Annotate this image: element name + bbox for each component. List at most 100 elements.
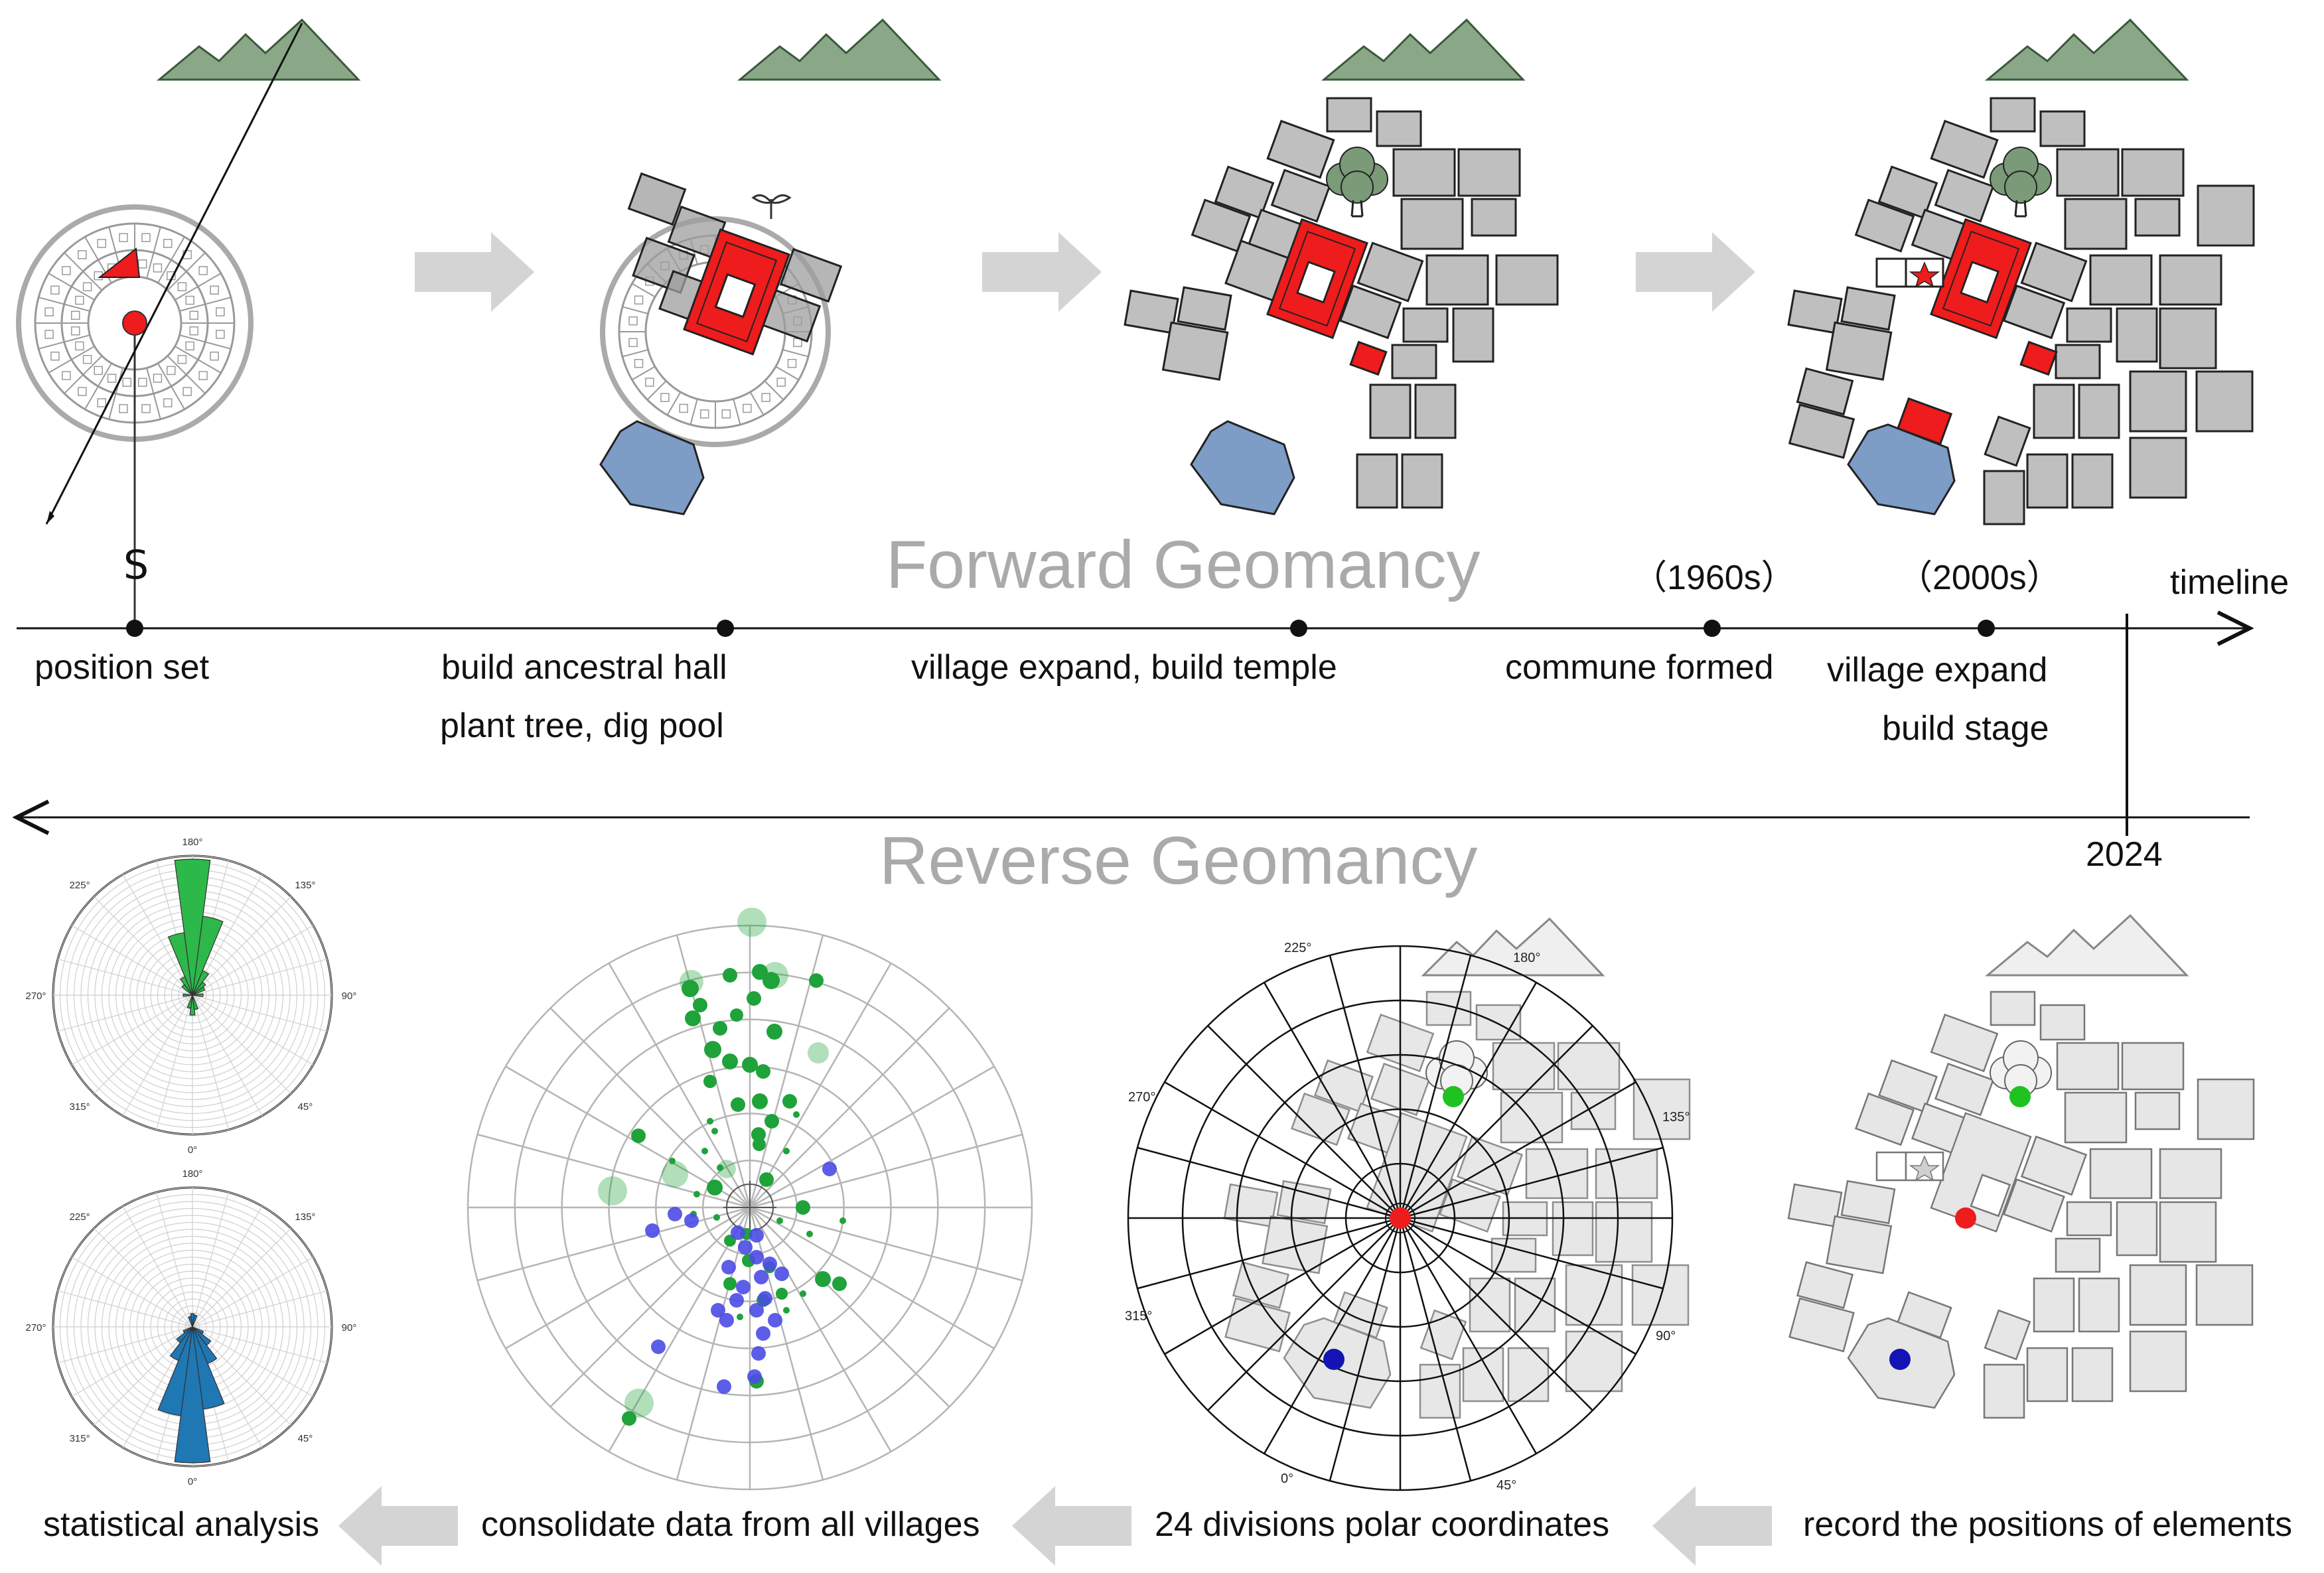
compass-glyph <box>97 398 107 407</box>
compass-glyph <box>50 351 60 361</box>
pool-shape <box>1847 423 1956 515</box>
rose-angle-label: 270° <box>25 1322 46 1334</box>
compass-glyph <box>216 330 225 339</box>
rose-angle-label: 225° <box>70 1211 90 1223</box>
rose-wedge <box>192 994 199 1010</box>
scatter-point <box>624 1389 654 1418</box>
scatter-point <box>751 1346 766 1361</box>
scatter-point <box>682 980 699 997</box>
compass-glyph <box>71 326 80 336</box>
scatter-point <box>763 972 780 989</box>
scatter-point <box>622 1411 636 1426</box>
scatter-point <box>693 998 707 1012</box>
compass-glyph <box>153 263 163 273</box>
scatter-point <box>839 1217 846 1224</box>
scatter-point <box>719 1313 734 1328</box>
compass-glyph <box>699 409 709 419</box>
rose-chart-green: 180°225°135°270°90°315°45°0° <box>25 837 356 1156</box>
scatter-point <box>806 1231 813 1237</box>
compass-glyph <box>177 355 187 364</box>
scatter-point <box>774 1266 789 1281</box>
step-polar-coordinates: 24 divisions polar coordinates <box>1155 1505 1610 1544</box>
stage-label-build-stage: build stage <box>1882 709 2049 748</box>
step-statistical-analysis: statistical analysis <box>43 1505 320 1544</box>
scatter-point <box>776 1288 788 1300</box>
compass-glyph <box>78 250 87 259</box>
polar-angle-label: 135° <box>1662 1110 1690 1125</box>
rose-angle-label: 90° <box>342 1322 357 1334</box>
compass-glyph <box>141 233 151 242</box>
rose-wedge <box>182 1326 193 1334</box>
rose-angle-label: 180° <box>182 1168 202 1180</box>
tree-icon <box>1989 146 2053 218</box>
compass-glyph <box>153 374 163 383</box>
mountain-icon <box>156 18 361 81</box>
scatter-point <box>776 1217 783 1224</box>
rose-angle-label: 0° <box>188 1144 197 1156</box>
south-label: S <box>123 542 149 588</box>
compass-glyph <box>82 355 92 364</box>
right-arrow-icon <box>982 232 1102 312</box>
scatter-point <box>707 1180 723 1196</box>
rose-wedge <box>192 993 204 997</box>
polar-angle-label: 0° <box>1281 1471 1293 1486</box>
timeline-dot <box>1290 620 1307 637</box>
rose-angle-label: 135° <box>295 880 315 891</box>
scatter-point <box>756 1326 770 1341</box>
rose-wedge <box>174 1326 211 1464</box>
step-record-positions: record the positions of elements <box>1803 1505 2293 1544</box>
compass-glyph <box>163 239 173 248</box>
compass-glyph <box>94 366 103 376</box>
scatter-point <box>754 1270 768 1284</box>
compass-glyph <box>185 341 194 351</box>
scatter-point <box>742 1057 758 1073</box>
year-2024: 2024 <box>2086 835 2163 874</box>
scatter-point <box>711 1303 725 1318</box>
rose-wedge <box>181 984 193 996</box>
compass-glyph <box>743 403 752 413</box>
compass-glyph <box>122 377 132 387</box>
scatter-point <box>631 1128 646 1143</box>
compass-glyph <box>78 387 87 396</box>
stage-label-commune: commune formed <box>1505 648 1774 687</box>
rose-angle-label: 135° <box>295 1211 315 1223</box>
rose-wedge <box>192 1326 218 1365</box>
compass-glyph <box>660 393 670 402</box>
timeline-dot <box>1704 620 1721 637</box>
scatter-point <box>713 1021 727 1036</box>
scatter-point <box>752 964 768 980</box>
stage-label-build-temple: village expand, build temple <box>911 648 1337 687</box>
rose-wedge <box>192 1314 198 1328</box>
scatter-point <box>783 1148 790 1154</box>
compass-glyph <box>787 359 797 368</box>
compass-glyph <box>71 310 80 320</box>
timeline-dot <box>1978 620 1995 637</box>
pool-marker <box>1889 1349 1911 1370</box>
rose-wedge <box>192 916 224 996</box>
scatter-point <box>800 1290 806 1297</box>
mountain-icon <box>737 18 942 81</box>
compass-glyph <box>628 338 638 348</box>
scatter-point <box>701 1148 708 1154</box>
rose-wedge <box>192 1326 204 1335</box>
scatter-point <box>717 1164 723 1171</box>
scatter-point <box>711 1128 718 1134</box>
consolidated-scatter <box>467 908 1033 1491</box>
rose-angle-label: 270° <box>25 991 46 1002</box>
timeline-dot <box>717 620 734 637</box>
compass-glyph <box>761 393 770 402</box>
reverse-arrows <box>338 1486 1772 1566</box>
compass-glyph <box>97 239 107 248</box>
scatter-point <box>722 1054 738 1069</box>
rose-angle-label: 225° <box>70 880 90 891</box>
step-consolidate-data: consolidate data from all villages <box>481 1505 980 1544</box>
left-arrow-icon <box>1012 1486 1131 1566</box>
scatter-point <box>685 1010 701 1026</box>
compass-glyph <box>216 307 225 316</box>
scatter-point <box>598 1176 627 1205</box>
left-arrow-icon <box>338 1486 458 1566</box>
rose-wedge <box>169 1326 193 1361</box>
polar-angle-label: 45° <box>1496 1478 1516 1493</box>
scatter-point <box>651 1339 666 1354</box>
